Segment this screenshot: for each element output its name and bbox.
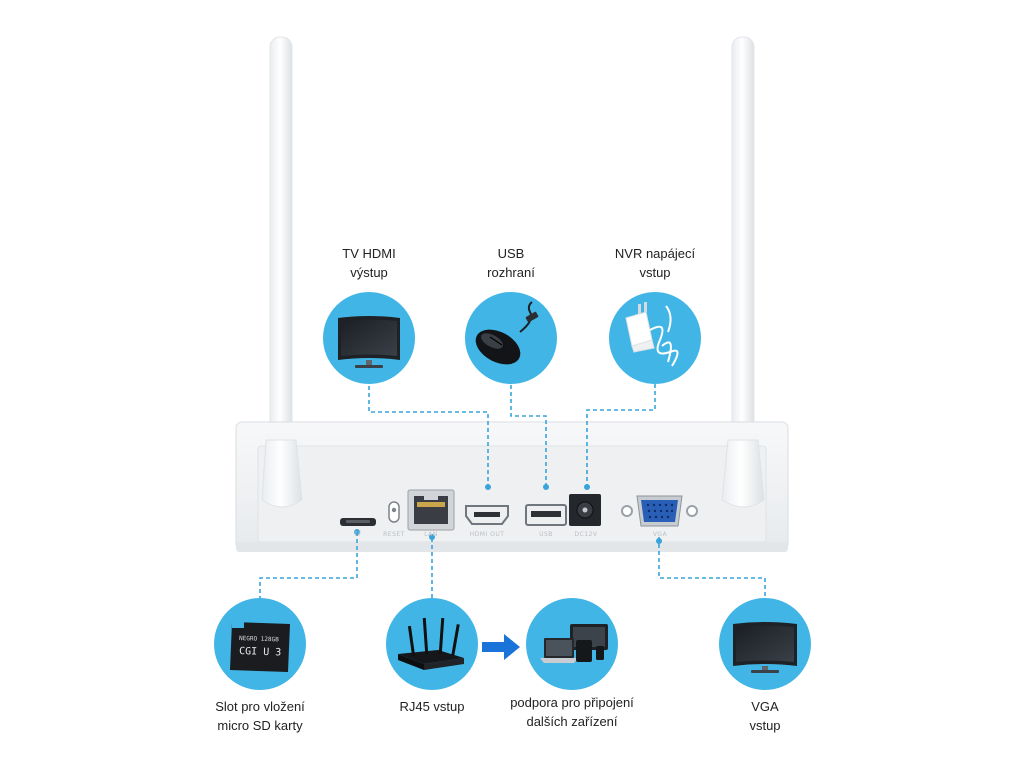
label-rj45: RJ45 vstup: [372, 697, 492, 716]
label-vga-line2: vstup: [749, 718, 781, 733]
callout-sd-circle: NEGRO 128GB CGI U 3: [214, 598, 306, 690]
sd-slot-port: [340, 518, 376, 526]
router-icon: [398, 617, 464, 670]
line-vga: [658, 537, 766, 602]
port-label-sd: TF: [353, 531, 363, 538]
label-usb-line2: rozhraní: [487, 265, 535, 280]
label-hdmi: TV HDMI výstup: [309, 244, 429, 282]
power-adapter-icon: [625, 302, 679, 367]
port-label-lan: LAN: [424, 531, 438, 538]
mouse-icon: [475, 301, 539, 365]
label-usb-line1: USB: [497, 246, 525, 261]
label-sd-line1: Slot pro vložení: [215, 699, 305, 714]
port-label-vga: VGA: [652, 531, 668, 538]
port-label-hdmi: HDMI OUT: [469, 531, 505, 538]
label-usb: USB rozhraní: [451, 244, 571, 282]
sd-card-print-line2: CGI U 3: [239, 646, 282, 658]
sd-card-icon: NEGRO 128GB CGI U 3: [230, 622, 290, 672]
connector-dots: [354, 484, 662, 544]
port-label-reset: RESET: [383, 531, 405, 538]
label-sd: Slot pro vložení micro SD karty: [190, 697, 330, 735]
monitor-icon: [338, 316, 400, 368]
usb-port: [525, 504, 567, 526]
arrow-icon: [482, 634, 520, 660]
connector-lines: [259, 372, 766, 602]
callout-power-circle: [609, 292, 701, 384]
port-label-dc: DC12V: [574, 531, 598, 538]
label-hdmi-line2: výstup: [350, 265, 388, 280]
label-power-line2: vstup: [639, 265, 671, 280]
label-rj45-line1: RJ45 vstup: [399, 699, 465, 714]
port-label-usb: USB: [539, 531, 553, 538]
callout-usb-circle: [465, 292, 557, 384]
label-devices-line2: dalších zařízení: [526, 714, 618, 729]
label-vga: VGA vstup: [705, 697, 825, 735]
devices-icon: [540, 624, 608, 663]
label-sd-line2: micro SD karty: [217, 718, 303, 733]
label-power-line1: NVR napájecí: [614, 246, 696, 261]
callout-hdmi-circle: [323, 292, 415, 384]
label-devices-line1: podpora pro připojení: [510, 695, 634, 710]
vga-port: [621, 495, 698, 527]
callout-vga-circle: [719, 598, 811, 690]
line-sd: [259, 532, 358, 602]
line-hdmi: [368, 372, 489, 486]
line-usb: [510, 385, 547, 486]
callout-devices-circle: [526, 598, 618, 690]
dc-power-port: [569, 494, 601, 526]
reset-button-port: [388, 501, 400, 523]
callout-rj45-circle: [386, 598, 478, 690]
label-power: NVR napájecí vstup: [585, 244, 725, 282]
label-vga-line1: VGA: [751, 699, 779, 714]
monitor-icon: [733, 622, 797, 673]
line-power: [586, 384, 656, 486]
label-devices: podpora pro připojení dalších zařízení: [492, 693, 652, 731]
hdmi-port: [465, 505, 509, 525]
nvr-device: [235, 36, 789, 552]
sd-card-print-line1: NEGRO 128GB: [239, 635, 279, 643]
lan-port: [407, 489, 455, 531]
label-hdmi-line1: TV HDMI: [342, 246, 396, 261]
